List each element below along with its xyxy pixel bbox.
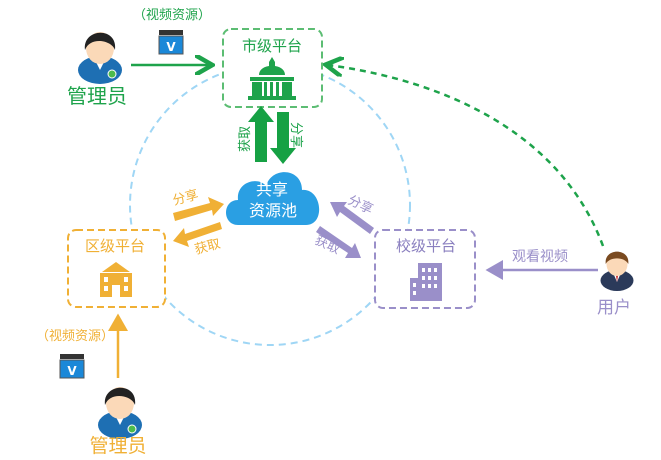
admin-avatar-icon [77,31,123,85]
city-admin: 管理员 [67,31,127,108]
city-admin-label: 管理员 [67,84,127,108]
school-get-label: 获取 [312,233,342,258]
user-to-city-arrow [328,65,605,247]
user-label: 用户 [597,298,631,318]
government-building-icon [248,57,296,100]
school-share-arrow [330,202,374,234]
district-admin: 管理员 [89,386,147,457]
pool-label-line2: 资源池 [249,201,297,220]
district-platform[interactable]: 区级平台 [67,229,166,308]
district-resource-label: （视频资源） [36,329,114,344]
city-resource-label: （视频资源） [133,8,211,23]
user-avatar-icon [600,251,634,291]
city-platform-label: 市级平台 [242,37,302,55]
watch-video-label: 观看视频 [512,249,568,265]
city-share-arrow [270,112,296,164]
network-circle [129,64,411,346]
city-get-label: 获取 [238,126,253,152]
city-platform[interactable]: 市级平台 [222,28,323,108]
school-platform[interactable]: 校级平台 [374,229,476,309]
user: 用户 [597,251,634,318]
cloud-icon [226,172,320,225]
district-get-arrow [173,222,222,247]
pool-label-line1: 共享 [256,180,288,199]
admin-avatar-icon [97,386,143,440]
city-share-label: 分享 [288,122,304,148]
video-clip-icon [158,29,184,55]
video-clip-icon [59,353,85,379]
district-get-label: 获取 [193,237,222,258]
district-platform-label: 区级平台 [85,237,145,255]
city-get-arrow [248,106,274,162]
school-platform-label: 校级平台 [396,237,456,255]
shared-resource-pool[interactable]: 共享 资源池 [226,172,320,225]
district-admin-label: 管理员 [89,435,146,457]
district-share-arrow [173,197,224,221]
office-building-icon [410,263,442,301]
school-get-arrow [316,226,361,258]
district-share-label: 分享 [171,187,200,209]
school-building-icon [100,262,132,297]
